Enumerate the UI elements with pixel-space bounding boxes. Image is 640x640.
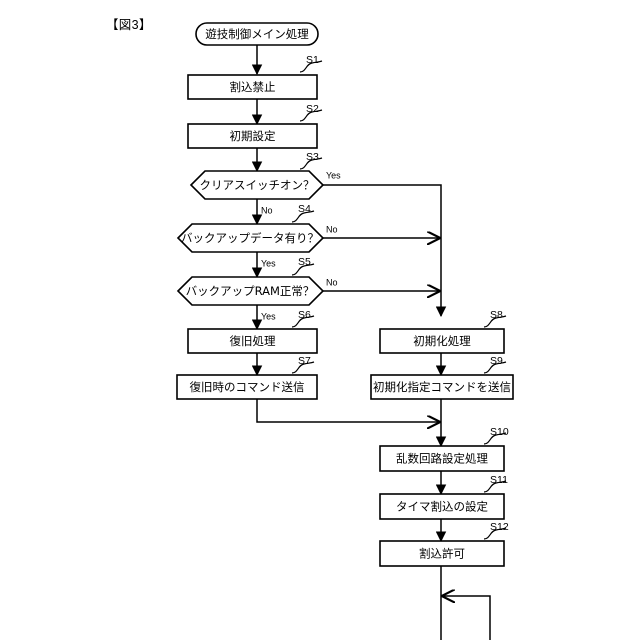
leader-s12	[483, 527, 507, 540]
node-s6: 復旧処理 S6	[187, 309, 318, 354]
step-id-s1: S1	[306, 54, 319, 66]
node-start: 遊技制御メイン処理	[195, 22, 319, 46]
node-s8: 初期化処理 S8	[379, 309, 505, 354]
node-s5: バックアップRAM正常？ S5 No Yes	[176, 256, 338, 321]
node-s2-label: 初期設定	[230, 129, 276, 143]
node-s3-label: クリアスイッチオン？	[200, 178, 315, 192]
node-s4-label: バックアップデータ有り？	[181, 231, 319, 245]
node-s6-label: 復旧処理	[230, 334, 276, 348]
branch-label-s5-no: No	[326, 277, 338, 287]
leader-s3	[299, 157, 323, 170]
leader-s9	[483, 361, 507, 374]
node-s8-label: 初期化処理	[413, 334, 471, 348]
step-id-s4: S4	[298, 203, 311, 215]
edge-loop-return	[443, 596, 491, 640]
leader-s6	[291, 315, 315, 328]
node-s9-label: 初期化指定コマンドを送信	[373, 380, 511, 394]
step-id-s7: S7	[298, 355, 311, 367]
leader-s7	[291, 361, 315, 374]
node-s2: 初期設定 S2	[187, 103, 319, 149]
branch-label-s3-no: No	[261, 205, 273, 215]
step-id-s8: S8	[490, 309, 503, 321]
step-id-s5: S5	[298, 256, 311, 268]
node-s11: タイマ割込の設定 S11	[379, 474, 508, 520]
step-id-s6: S6	[298, 309, 311, 321]
leader-s4	[291, 210, 315, 223]
leader-s2	[299, 109, 323, 122]
node-s12: 割込許可 S12	[379, 521, 509, 567]
step-id-s3: S3	[306, 151, 319, 163]
node-start-label: 遊技制御メイン処理	[205, 27, 309, 41]
node-s11-label: タイマ割込の設定	[396, 500, 488, 514]
node-s4: バックアップデータ有り？ S4 No Yes	[176, 203, 338, 268]
node-s10: 乱数回路設定処理 S10	[379, 426, 509, 472]
branch-label-s5-yes: Yes	[261, 311, 276, 321]
node-s10-label: 乱数回路設定処理	[396, 452, 488, 466]
node-s12-label: 割込許可	[419, 547, 465, 561]
leader-s5	[291, 263, 315, 276]
node-s9: 初期化指定コマンドを送信 S9	[370, 355, 514, 400]
step-id-s2: S2	[306, 103, 319, 115]
leader-s1	[299, 60, 323, 73]
step-id-s11: S11	[490, 474, 508, 486]
branch-label-s4-no: No	[326, 224, 338, 234]
leader-s8	[483, 315, 507, 328]
edge-s3-yes-to-s8	[323, 184, 447, 318]
node-s3: クリアスイッチオン？ S3 Yes No	[189, 151, 341, 215]
edge-s7-to-trunk	[256, 399, 439, 422]
branch-label-s3-yes: Yes	[326, 170, 341, 180]
figure-number-label: 【図3】	[106, 18, 152, 32]
step-id-s9: S9	[490, 355, 503, 367]
leader-s10	[483, 432, 507, 445]
step-id-s12: S12	[490, 521, 509, 533]
node-s5-label: バックアップRAM正常？	[186, 284, 315, 298]
node-s1: 割込禁止 S1	[187, 54, 319, 100]
node-s7: 復旧時のコマンド送信 S7	[176, 355, 318, 400]
branch-label-s4-yes: Yes	[261, 258, 276, 268]
node-s1-label: 割込禁止	[230, 80, 276, 94]
step-id-s10: S10	[490, 426, 509, 438]
node-s7-label: 復旧時のコマンド送信	[190, 380, 305, 394]
leader-s11	[483, 480, 507, 493]
